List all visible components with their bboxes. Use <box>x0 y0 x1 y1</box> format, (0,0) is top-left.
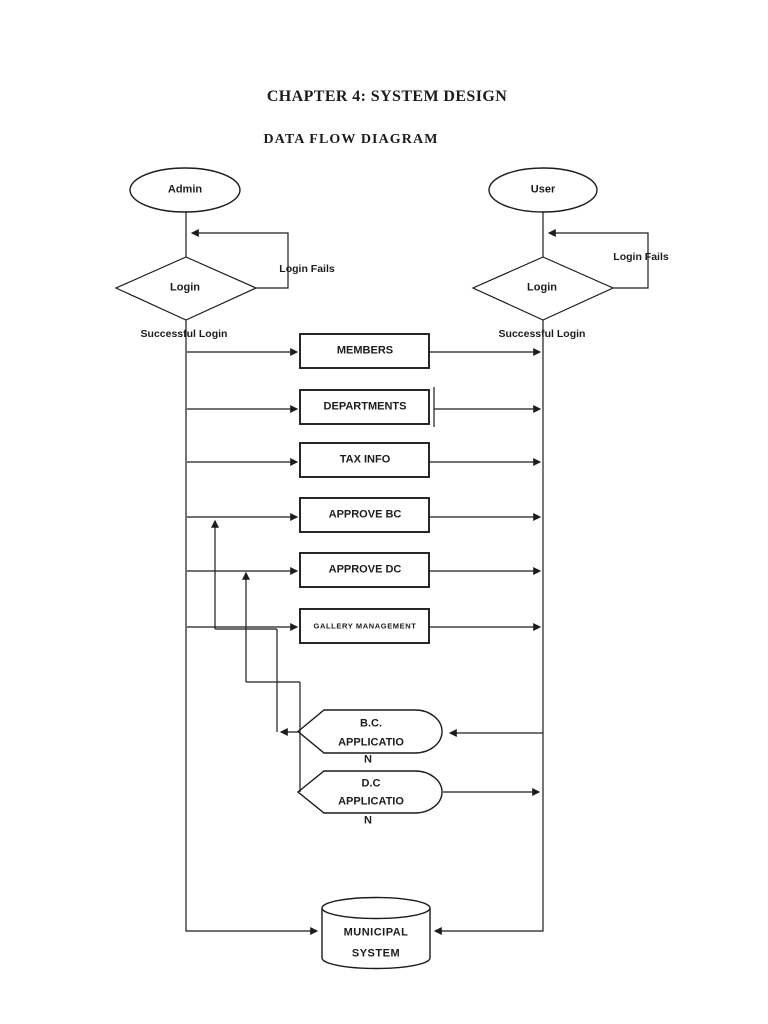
user-successful-login-label: Successful Login <box>498 327 586 340</box>
user-login-fails-label: Login Fails <box>613 250 669 263</box>
bc-application-label-line1: B.C. <box>360 717 382 730</box>
admin-successful-login-label: Successful Login <box>140 327 228 340</box>
process-approvedc-label: APPROVE DC <box>328 563 402 576</box>
admin-login-fails-loop <box>190 229 289 289</box>
process-departments-label: DEPARTMENTS <box>323 400 407 413</box>
process-approvebc-box <box>299 497 430 533</box>
process-gallery-box <box>299 608 430 644</box>
admin-entity-shape <box>129 167 241 213</box>
municipal-cylinder-top <box>321 896 431 920</box>
dc-application-label-line1: D.C <box>361 777 381 790</box>
diagram-subtitle: DATA FLOW DIAGRAM <box>263 132 439 147</box>
process-taxinfo-label: TAX INFO <box>339 453 391 466</box>
process-members-box <box>299 333 430 369</box>
process-departments-box <box>299 389 430 425</box>
dc-application-label-line3: N <box>364 814 372 827</box>
dc-application-label-line2: APPLICATIO <box>338 795 404 808</box>
user-login-fails-loop <box>547 229 649 289</box>
user-entity-label: User <box>530 183 556 196</box>
admin-entity-label: Admin <box>167 183 203 196</box>
process-approvebc-label: APPROVE BC <box>328 508 402 521</box>
admin-main-flow-line <box>185 320 319 935</box>
bc-application-shape <box>296 709 443 754</box>
dc-application-shape <box>296 770 443 814</box>
admin-login-fails-label: Login Fails <box>279 262 335 275</box>
municipal-system-label-line2: SYSTEM <box>351 947 401 960</box>
bc-application-label-line2: APPLICATIO <box>338 736 404 749</box>
municipal-cylinder-body <box>321 908 431 970</box>
process-members-label: MEMBERS <box>336 344 394 357</box>
process-taxinfo-box <box>299 442 430 478</box>
admin-login-label: Login <box>170 281 200 294</box>
process-gallery-label: GALLERY MANAGEMENT <box>313 621 417 631</box>
bc-application-label-line3: N <box>364 753 372 766</box>
user-login-label: Login <box>527 281 557 294</box>
process-approvedc-box <box>299 552 430 588</box>
municipal-system-label-line1: MUNICIPAL <box>343 926 409 939</box>
user-main-flow-line <box>433 320 544 935</box>
chapter-title: CHAPTER 4: SYSTEM DESIGN <box>266 88 508 105</box>
